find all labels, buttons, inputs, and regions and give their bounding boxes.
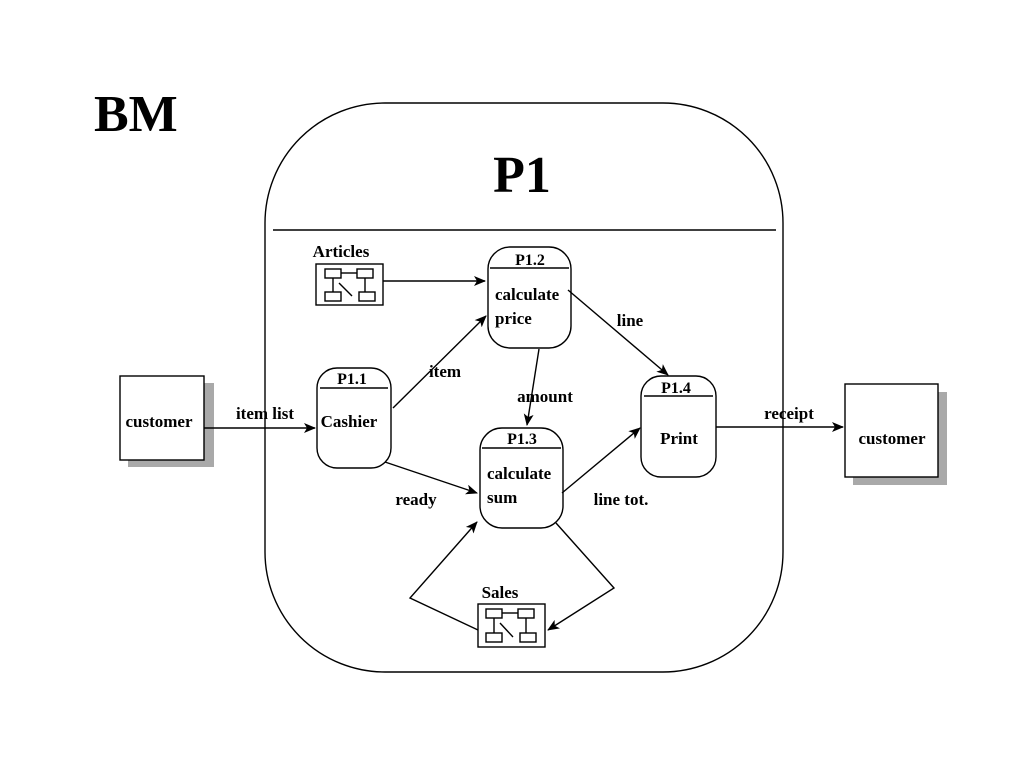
process-label-line1: calculate: [487, 464, 552, 483]
process-p1-3: P1.3 calculate sum: [479, 427, 564, 529]
process-box: [316, 367, 392, 469]
process-p1-4: P1.4 Print: [640, 375, 717, 478]
flow-label-line: line: [617, 311, 644, 330]
flow-arrow-line-tot: [561, 427, 641, 494]
process-boundary: [264, 102, 784, 673]
process-box: [479, 427, 564, 529]
entity-box: [844, 383, 939, 478]
process-label: Cashier: [321, 412, 378, 431]
store-icon-cell: [519, 632, 537, 643]
flow-label-item: item: [429, 362, 461, 381]
process-label-line1: calculate: [495, 285, 560, 304]
flow-arrow-ready: [384, 461, 478, 495]
flow-arrow-line: [567, 289, 669, 376]
process-title: P1: [493, 147, 551, 204]
flow-arrow-sales-to-sum: [408, 521, 479, 631]
process-label: Print: [660, 429, 698, 448]
process-p1-2: P1.2 calculate price: [487, 246, 572, 349]
flow-label-line-tot: line tot.: [594, 490, 649, 509]
store-box: [477, 603, 546, 648]
process-id: P1.4: [661, 380, 691, 397]
process-p1-1: P1.1 Cashier: [316, 367, 392, 469]
entity-box: [119, 375, 205, 461]
process-box: [487, 246, 572, 349]
entity-label: customer: [125, 412, 192, 431]
flow-label-item-list: item list: [236, 404, 294, 423]
process-label-line2: price: [495, 309, 532, 328]
store-label: Sales: [482, 583, 519, 602]
flow-arrow-amount: [523, 348, 540, 426]
entity-label: customer: [858, 429, 925, 448]
data-store-articles: Articles: [313, 242, 384, 306]
page-title: BM: [94, 86, 178, 143]
store-box: [315, 263, 384, 306]
data-store-sales: Sales: [477, 583, 546, 648]
external-entity-left-customer: customer: [119, 375, 214, 467]
flow-arrow-sum-to-sales: [547, 522, 616, 631]
flow-label-receipt: receipt: [764, 404, 814, 423]
store-label: Articles: [313, 242, 370, 261]
process-id: P1.1: [337, 371, 367, 388]
flow-label-ready: ready: [395, 490, 437, 509]
store-icon-cell: [358, 291, 376, 302]
flow-label-amount: amount: [517, 387, 573, 406]
process-id: P1.2: [515, 252, 545, 269]
flow-arrow-item: [392, 315, 487, 409]
process-id: P1.3: [507, 431, 537, 448]
external-entity-right-customer: customer: [844, 383, 947, 485]
process-label-line2: sum: [487, 488, 517, 507]
